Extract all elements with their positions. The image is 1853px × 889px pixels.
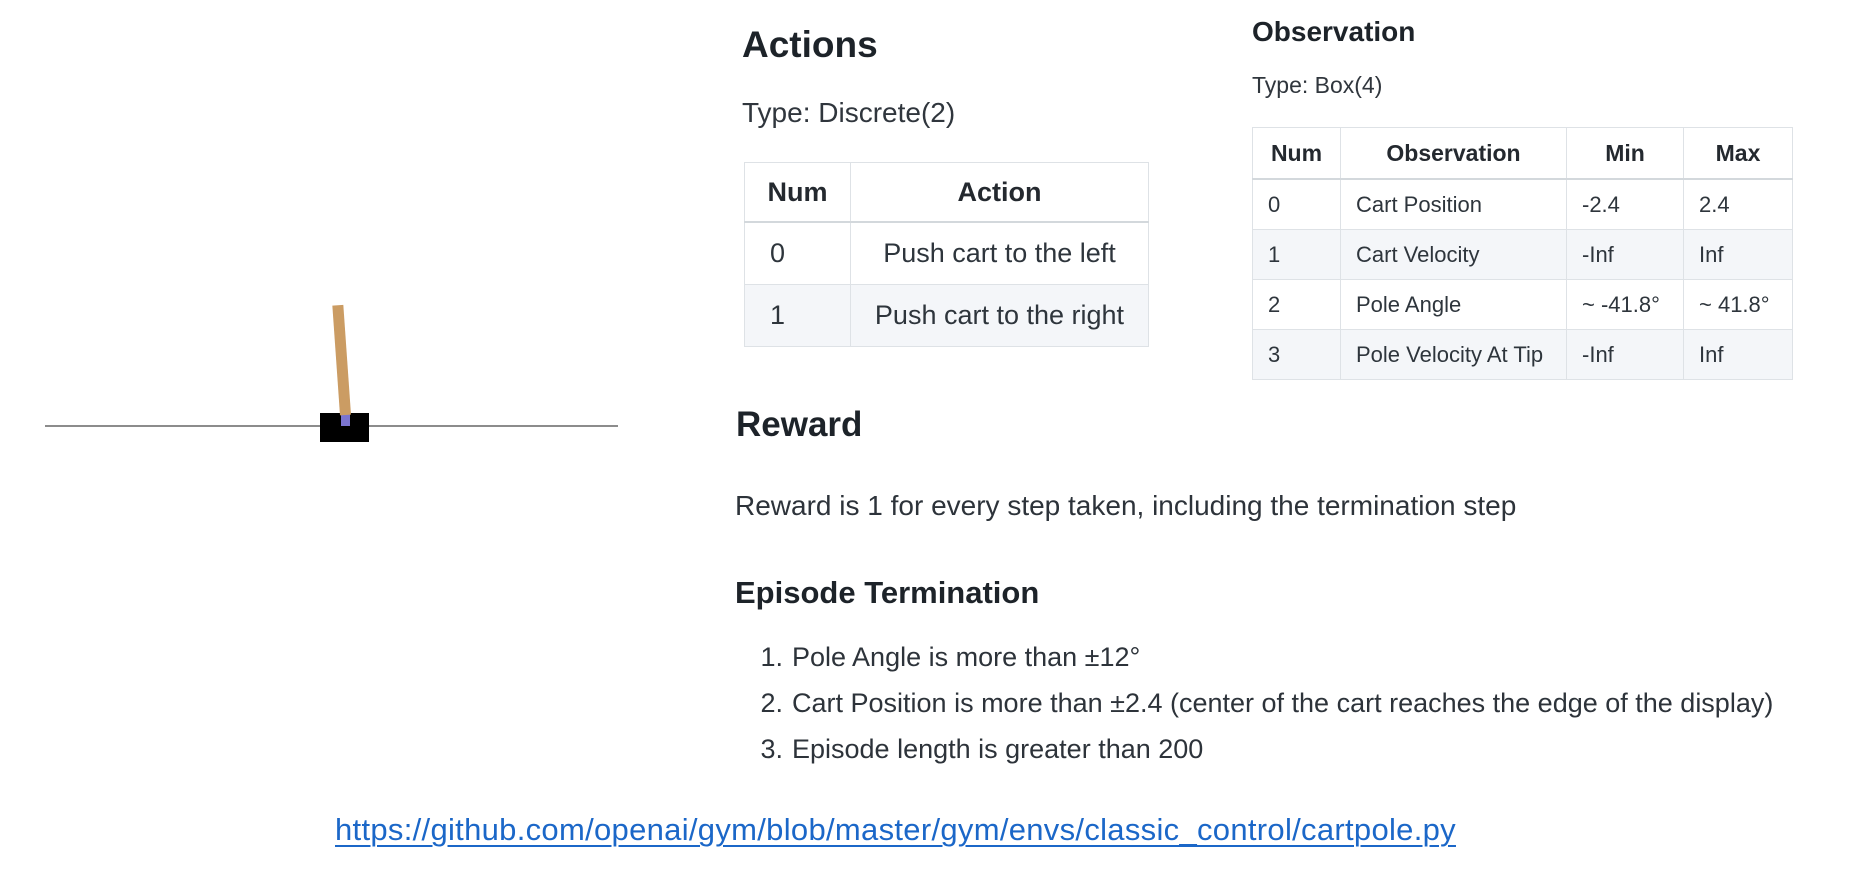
obs-max-cell: Inf — [1683, 229, 1793, 280]
termination-list-item: 1. Pole Angle is more than ±12° — [735, 634, 1853, 680]
list-item-text: Cart Position is more than ±2.4 (center … — [792, 687, 1774, 718]
obs-name-cell: Cart Velocity — [1340, 229, 1567, 280]
obs-name-cell: Pole Angle — [1340, 279, 1567, 330]
termination-list-item: 3. Episode length is greater than 200 — [735, 726, 1853, 772]
reward-description: Reward is 1 for every step taken, includ… — [735, 490, 1517, 521]
reward-section-title: Reward — [736, 405, 863, 444]
actions-type-label: Type: Discrete(2) — [742, 97, 956, 128]
episode-termination-title: Episode Termination — [735, 575, 1040, 610]
obs-max-cell: Inf — [1683, 329, 1793, 380]
action-num-cell: 1 — [744, 284, 851, 347]
obs-max-cell: ~ 41.8° — [1683, 279, 1793, 330]
obs-header-max: Max — [1683, 127, 1793, 180]
action-desc-cell: Push cart to the right — [850, 284, 1149, 347]
obs-num-cell: 3 — [1252, 329, 1341, 380]
github-source-link[interactable]: https://github.com/openai/gym/blob/maste… — [335, 812, 1456, 847]
observation-table-header-row: Num Observation Min Max — [1252, 127, 1793, 180]
obs-num-cell: 2 — [1252, 279, 1341, 330]
source-link-bar: https://github.com/openai/gym/blob/maste… — [0, 812, 1853, 848]
list-item-text: Pole Angle is more than ±12° — [792, 641, 1141, 672]
termination-list-item: 2. Cart Position is more than ±2.4 (cent… — [735, 680, 1853, 726]
list-item-number: 2. — [760, 687, 783, 718]
obs-name-cell: Pole Velocity At Tip — [1340, 329, 1567, 380]
cartpole-pole — [332, 304, 351, 416]
observation-table-row: 0 Cart Position -2.4 2.4 — [1252, 178, 1793, 230]
observation-table: Num Observation Min Max 0 Cart Position … — [1252, 127, 1793, 380]
actions-table: Num Action 0 Push cart to the left 1 Pus… — [744, 162, 1149, 347]
action-desc-cell: Push cart to the left — [850, 221, 1149, 285]
actions-table-header-row: Num Action — [744, 162, 1149, 223]
list-item-text: Episode length is greater than 200 — [792, 733, 1204, 764]
obs-num-cell: 1 — [1252, 229, 1341, 280]
actions-table-row: 0 Push cart to the left — [744, 221, 1149, 285]
list-item-number: 3. — [760, 733, 783, 764]
obs-min-cell: -2.4 — [1566, 178, 1684, 230]
observation-section-title: Observation — [1252, 16, 1416, 47]
observation-table-row: 2 Pole Angle ~ -41.8° ~ 41.8° — [1252, 279, 1793, 330]
obs-min-cell: -Inf — [1566, 329, 1684, 380]
obs-min-cell: -Inf — [1566, 229, 1684, 280]
observation-type-label: Type: Box(4) — [1252, 72, 1383, 98]
actions-table-row: 1 Push cart to the right — [744, 284, 1149, 347]
obs-name-cell: Cart Position — [1340, 178, 1567, 230]
action-num-cell: 0 — [744, 221, 851, 285]
cartpole-axle — [341, 414, 350, 426]
obs-num-cell: 0 — [1252, 178, 1341, 230]
actions-header-action: Action — [850, 162, 1149, 223]
obs-header-min: Min — [1566, 127, 1684, 180]
observation-table-row: 1 Cart Velocity -Inf Inf — [1252, 229, 1793, 280]
episode-termination-list: 1. Pole Angle is more than ±12° 2. Cart … — [735, 634, 1853, 772]
list-item-number: 1. — [760, 641, 783, 672]
obs-header-num: Num — [1252, 127, 1341, 180]
obs-header-observation: Observation — [1340, 127, 1567, 180]
actions-header-num: Num — [744, 162, 851, 223]
actions-section-title: Actions — [742, 24, 878, 65]
obs-max-cell: 2.4 — [1683, 178, 1793, 230]
observation-table-row: 3 Pole Velocity At Tip -Inf Inf — [1252, 329, 1793, 380]
obs-min-cell: ~ -41.8° — [1566, 279, 1684, 330]
